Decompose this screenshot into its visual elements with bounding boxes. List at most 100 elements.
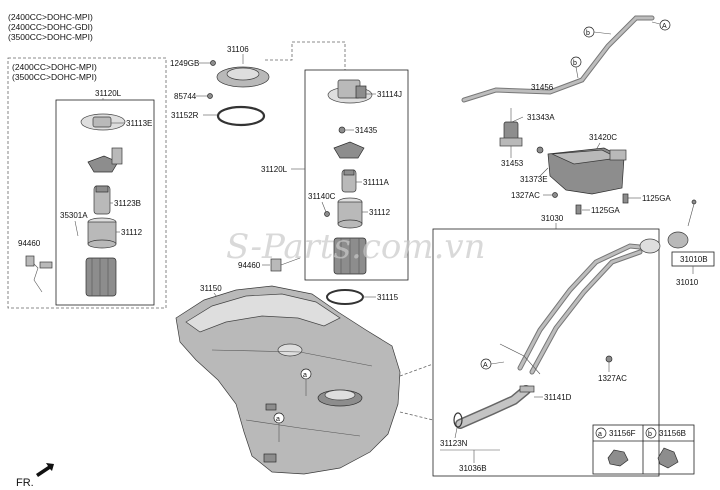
label-31373E: 31373E <box>520 175 548 184</box>
middle-pump-module-box <box>304 69 409 281</box>
svg-text:b: b <box>573 60 577 67</box>
label-31112-left: 31112 <box>121 228 143 237</box>
label-85744: 85744 <box>174 92 197 101</box>
label-31140C: 31140C <box>308 192 336 201</box>
clip-legend-table: a 31156F b 31156B <box>592 424 695 475</box>
label-31456: 31456 <box>531 83 554 92</box>
label-31156B: 31156B <box>659 429 686 438</box>
engine-variant-line-3: (3500CC>DOHC-MPI) <box>8 32 93 42</box>
filler-neck-box <box>432 228 660 477</box>
callout-A-top: A <box>651 19 671 31</box>
fuel-filter-left <box>87 217 117 249</box>
label-31120L-mid: 31120L <box>261 165 288 174</box>
engine-variant-line-1: (2400CC>DOHC-MPI) <box>8 12 93 22</box>
pump-bracket-mid <box>333 141 365 159</box>
svg-text:a: a <box>303 372 307 379</box>
reservoir-cup-left <box>85 257 117 297</box>
reservoir-cup-mid <box>333 237 367 275</box>
label-31111A: 31111A <box>363 178 389 187</box>
label-31123N: 31123N <box>440 439 468 448</box>
o-ring-31115 <box>326 289 364 305</box>
clip-31140C <box>324 211 330 217</box>
clip-31156B-image <box>657 447 679 469</box>
svg-text:b: b <box>648 431 652 438</box>
svg-text:A: A <box>662 23 667 30</box>
left-pump-module-box <box>55 99 155 306</box>
callout-a-lower: a <box>273 412 285 442</box>
gasket-31152R <box>216 105 266 127</box>
bolt-1249GB <box>210 60 216 66</box>
nut-1327AC-top <box>552 192 558 198</box>
front-arrow-icon <box>36 463 54 477</box>
filler-neck-pipe <box>499 238 661 375</box>
hose-clamp-31123N <box>453 412 463 428</box>
fuel-filter-mid <box>337 197 363 229</box>
label-31343A: 31343A <box>527 113 555 122</box>
label-1327AC-bottom: 1327AC <box>598 374 627 383</box>
label-31123B: 31123B <box>114 199 141 208</box>
pump-flange-mid <box>327 79 373 104</box>
fuel-sender-mid <box>270 257 301 272</box>
fuel-pump-left <box>93 185 111 215</box>
callout-b-top: b <box>583 26 612 38</box>
label-31420C: 31420C <box>589 133 617 142</box>
label-94460-mid: 94460 <box>238 261 261 270</box>
left-variant-line-1: (2400CC>DOHC-MPI) <box>12 62 97 72</box>
left-variant-line-2: (3500CC>DOHC-MPI) <box>12 72 97 82</box>
label-31150: 31150 <box>200 284 222 293</box>
left-variant-box <box>7 57 167 309</box>
engine-variant-line-2: (2400CC>DOHC-GDI) <box>8 22 93 32</box>
filler-ref-line-bottom <box>399 411 434 421</box>
valve-31453 <box>499 108 523 147</box>
svg-text:b: b <box>586 30 590 37</box>
label-1249GB: 1249GB <box>170 59 199 68</box>
reference-dash-line <box>265 41 346 70</box>
nut-1327AC-bottom <box>605 355 613 363</box>
svg-text:a: a <box>598 431 602 438</box>
bolt-1125GA-bottom <box>575 204 582 215</box>
pump-bracket-left <box>87 147 123 173</box>
label-35301A: 35301A <box>60 211 88 220</box>
clip-85744 <box>207 93 213 99</box>
callout-a-upper: a <box>300 368 312 396</box>
label-1125GA-right: 1125GA <box>642 194 671 203</box>
label-31453: 31453 <box>501 159 524 168</box>
callout-A-filler: A <box>480 358 505 370</box>
label-31036B: 31036B <box>459 464 487 473</box>
label-31010: 31010 <box>676 278 699 287</box>
label-1327AC-top: 1327AC <box>511 191 540 200</box>
canister-31420C <box>547 147 627 195</box>
front-direction-label: FR. <box>16 477 34 489</box>
label-31120L-left: 31120L <box>95 89 122 98</box>
label-31141D: 31141D <box>544 393 572 402</box>
fuel-door-31010B <box>667 199 697 249</box>
label-31156F: 31156F <box>609 429 636 438</box>
pump-flange-left <box>80 113 126 131</box>
filler-ref-line-top <box>399 363 434 377</box>
vapor-line-31456 <box>461 15 655 103</box>
label-31112-mid: 31112 <box>369 208 391 217</box>
lock-ring-31106 <box>216 66 270 88</box>
label-31106: 31106 <box>227 45 249 54</box>
fuel-sender-left <box>25 255 53 293</box>
fuel-pump-mid <box>341 169 357 193</box>
label-1125GA-bottom: 1125GA <box>591 206 620 215</box>
fuel-tank-31150 <box>175 285 401 475</box>
svg-text:A: A <box>483 362 488 369</box>
label-31030: 31030 <box>541 214 564 223</box>
label-31115: 31115 <box>377 293 399 302</box>
callout-b-mid: b <box>570 56 582 79</box>
label-31152R: 31152R <box>171 111 199 120</box>
label-31010B: 31010B <box>680 255 708 264</box>
clip-31435 <box>338 126 346 134</box>
clip-31156F-image <box>607 449 629 467</box>
svg-text:a: a <box>276 416 280 423</box>
filler-hose-31036B <box>455 385 535 429</box>
label-31435: 31435 <box>355 126 378 135</box>
clip-31373E <box>536 146 544 154</box>
label-31114J: 31114J <box>377 90 402 99</box>
label-31113E: 31113E <box>126 119 152 128</box>
watermark-text: S-Parts.com.vn <box>226 227 485 267</box>
bolt-1125GA-right <box>622 193 629 204</box>
